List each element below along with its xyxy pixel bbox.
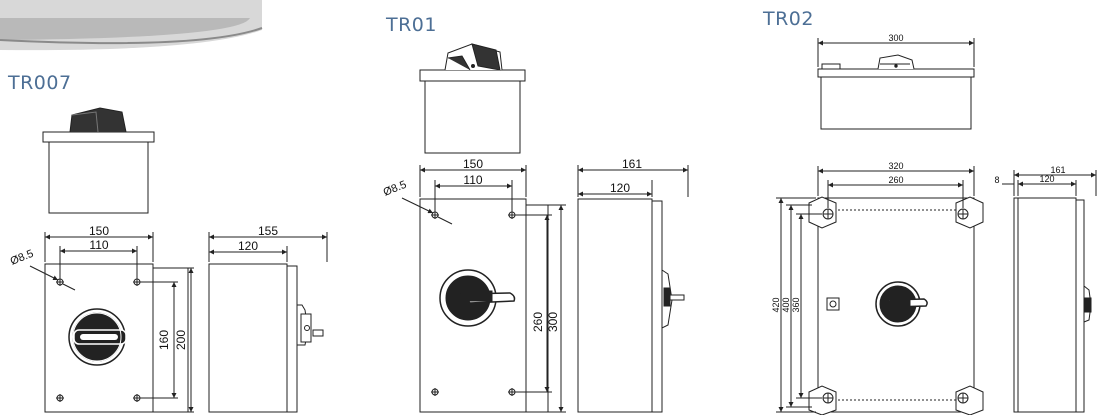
tr007-dim-w-holes: 110 [89, 238, 108, 252]
tr007-dim-h-holes: 160 [157, 330, 171, 350]
tr01-side-view [577, 165, 689, 413]
tr02-dim-h-mid: 400 [781, 297, 791, 312]
tr01-top-view [419, 43, 526, 154]
tr02-drawing [776, 38, 1097, 415]
tr01-title: TR01 [386, 14, 437, 36]
tr01-drawing [401, 43, 689, 413]
tr007-dim-hole: Ø8.5 [9, 248, 36, 268]
tr01-dim-w-outer: 150 [463, 157, 483, 171]
tr007-side-view [208, 232, 328, 413]
tr02-dim-h-outer: 420 [771, 297, 781, 312]
tr02-dim-side-inner: 120 [1039, 174, 1054, 184]
tr02-dim-h-holes: 360 [791, 297, 801, 312]
tr02-dim-w-holes: 260 [888, 175, 903, 185]
tr007-title: TR007 [8, 72, 72, 94]
tr01-dim-h-outer: 300 [546, 312, 560, 332]
tr02-dim-side-offset: 8 [994, 175, 999, 185]
tr02-mounting-lugs [808, 196, 984, 415]
tr02-dim-w-outer: 320 [888, 161, 903, 171]
tr007-dim-side-inner: 120 [238, 239, 258, 253]
tr01-dim-w-holes: 110 [463, 173, 482, 187]
tr01-dim-side-inner: 120 [610, 181, 630, 195]
tr02-dim-side-outer: 161 [1050, 165, 1065, 175]
tr007-top-view [42, 107, 155, 214]
tr02-dimension-labels: 300 320 260 420 400 360 8 120 161 [771, 33, 1066, 313]
tr02-front-view [776, 166, 984, 415]
product-photo-fragment [0, 0, 263, 51]
tr01-dim-h-holes: 260 [531, 312, 545, 332]
tr007-dim-side-outer: 155 [258, 224, 278, 238]
tr007-dim-w-outer: 150 [89, 224, 109, 238]
tr007-dim-h-outer: 200 [174, 330, 188, 350]
tr01-dim-hole: Ø8.5 [382, 179, 409, 199]
tr02-side-view [1002, 170, 1097, 413]
tr007-drawing [29, 107, 328, 413]
tr02-top-view [817, 38, 975, 130]
tr007-front-view [29, 232, 194, 413]
tr01-dim-side-outer: 161 [622, 157, 642, 171]
tr02-title: TR02 [763, 8, 814, 30]
tr01-front-view [401, 165, 566, 413]
tr02-dim-top-width: 300 [888, 33, 903, 43]
